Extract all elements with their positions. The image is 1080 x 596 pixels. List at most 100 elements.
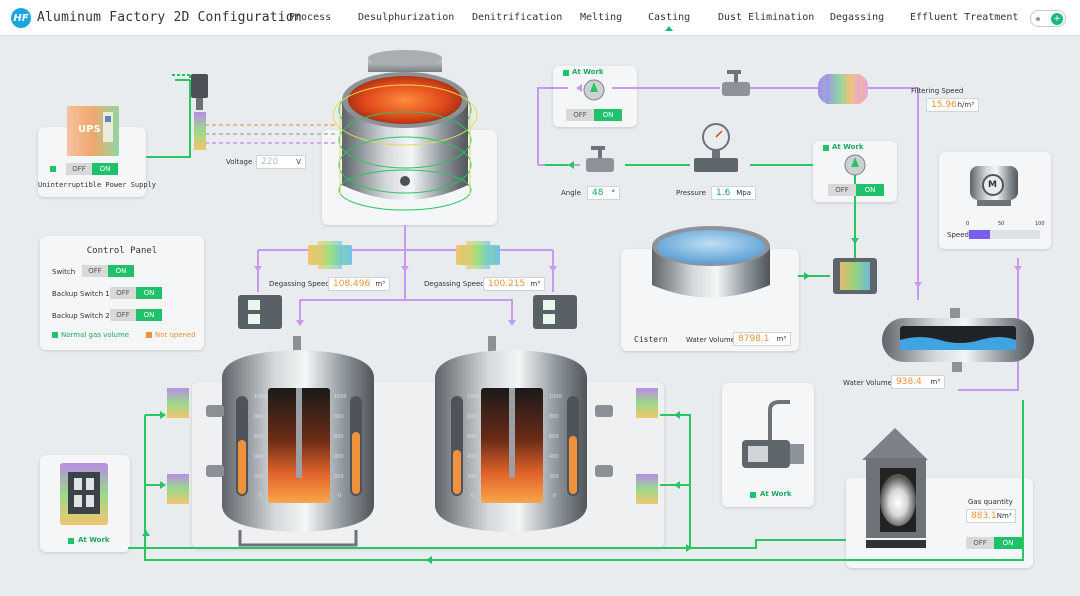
right-scale-1000: 1000 bbox=[467, 394, 480, 400]
backup-switch-2-off[interactable]: OFF bbox=[110, 309, 136, 321]
backup-switch-1-label: Backup Switch 1 bbox=[52, 290, 110, 298]
cistern-volume-unit: m³ bbox=[776, 335, 786, 343]
voltage-value: 220 bbox=[261, 157, 279, 167]
motor-letter: M bbox=[988, 180, 997, 190]
right-scale2-400: 400 bbox=[549, 454, 559, 460]
backup-switch-1-on[interactable]: ON bbox=[136, 287, 162, 299]
tab-casting[interactable]: Casting bbox=[648, 12, 691, 31]
motor-device bbox=[970, 166, 1018, 206]
pressure-unit: Mpa bbox=[736, 189, 751, 197]
left-scale-0: 0 bbox=[258, 493, 262, 499]
gas-label: Gas quantity bbox=[968, 498, 1013, 506]
gas-value: 883.1 bbox=[971, 511, 997, 521]
control-switch-off[interactable]: OFF bbox=[82, 265, 108, 277]
tab-melting[interactable]: Melting bbox=[580, 12, 623, 23]
angle-label: Angle bbox=[561, 189, 581, 197]
right-scale-400: 400 bbox=[467, 454, 477, 460]
degassing-left-value: 108.496 bbox=[333, 279, 371, 289]
ups-switch-on[interactable]: ON bbox=[92, 163, 118, 175]
pipe-flanges bbox=[167, 388, 658, 504]
dashed-signal-lines bbox=[172, 74, 335, 155]
left-scale2-1000: 1000 bbox=[334, 394, 347, 400]
valve-top-off[interactable]: OFF bbox=[566, 109, 594, 121]
tank-volume-box: 938.4 m³ bbox=[891, 375, 945, 389]
toggle-knob: + bbox=[1051, 13, 1063, 25]
backup-switch-2-on[interactable]: ON bbox=[136, 309, 162, 321]
tab-dust-elimination[interactable]: Dust Elimination bbox=[718, 12, 815, 23]
left-scale-600: 600 bbox=[254, 434, 264, 440]
electrode-device bbox=[191, 74, 208, 150]
angle-value: 48 bbox=[592, 188, 604, 198]
tab-desulphurization[interactable]: Desulphurization bbox=[358, 12, 455, 23]
not-opened-legend: Not opened bbox=[155, 331, 196, 339]
left-scale2-600: 600 bbox=[334, 434, 344, 440]
valve-top-on[interactable]: ON bbox=[594, 109, 622, 121]
backup-switch-1-off[interactable]: OFF bbox=[110, 287, 136, 299]
ups-switch-off[interactable]: OFF bbox=[66, 163, 92, 175]
tab-effluent-treatment[interactable]: Effluent Treatment bbox=[910, 12, 1019, 23]
cistern-tank bbox=[652, 226, 770, 298]
filtering-unit: h/m³ bbox=[957, 101, 974, 109]
valve-mid-switch[interactable]: OFF ON bbox=[828, 184, 884, 196]
degassing-right-value: 100.215 bbox=[488, 279, 526, 289]
voltage-unit: V bbox=[296, 158, 301, 166]
app-logo: HF bbox=[11, 8, 31, 28]
pump-status-icon bbox=[750, 492, 756, 498]
melting-furnace bbox=[332, 50, 478, 211]
backup-switch-2[interactable]: OFF ON bbox=[110, 309, 162, 321]
left-device-status-icon bbox=[68, 538, 74, 544]
tab-process[interactable]: Process bbox=[289, 12, 332, 23]
valve-mid-off[interactable]: OFF bbox=[828, 184, 856, 196]
control-switch-on[interactable]: ON bbox=[108, 265, 134, 277]
valve-top-switch[interactable]: OFF ON bbox=[566, 109, 622, 121]
tank-volume-value: 938.4 bbox=[896, 377, 922, 387]
normal-gas-legend-icon bbox=[52, 332, 58, 338]
degassing-left-unit: m³ bbox=[375, 280, 385, 288]
header-toggle[interactable]: + bbox=[1030, 10, 1066, 27]
right-scale-800: 800 bbox=[467, 414, 477, 420]
gas-box: 883.1 Nm³ bbox=[966, 509, 1016, 523]
gas-switch-off[interactable]: OFF bbox=[966, 537, 994, 549]
gas-unit: Nm³ bbox=[996, 512, 1012, 520]
backup-switch-1[interactable]: OFF ON bbox=[110, 287, 162, 299]
pressure-label: Pressure bbox=[676, 189, 706, 197]
voltage-label: Voltage bbox=[226, 158, 253, 166]
degassing-sensors bbox=[308, 241, 500, 269]
motor-scale-0: 0 bbox=[966, 221, 970, 227]
left-device-status: At Work bbox=[78, 536, 110, 544]
left-control-device bbox=[60, 463, 108, 525]
ups-label: UPS bbox=[78, 124, 101, 135]
valve-mid-status-icon bbox=[823, 145, 829, 151]
not-opened-legend-icon bbox=[146, 332, 152, 338]
filtering-box: 15.96 h/m³ bbox=[926, 98, 979, 112]
switch-label: Switch bbox=[52, 268, 76, 276]
ups-switch[interactable]: OFF ON bbox=[66, 163, 118, 175]
motor-speed-bar[interactable] bbox=[969, 230, 1040, 239]
control-switch[interactable]: OFF ON bbox=[82, 265, 134, 277]
valve-assemblies bbox=[583, 70, 866, 176]
furnace-valves bbox=[238, 295, 577, 329]
pressure-value: 1.6 bbox=[716, 188, 731, 198]
degassing-right-label: Degassing Speed bbox=[424, 280, 485, 288]
right-scale2-800: 800 bbox=[549, 414, 559, 420]
gas-switch[interactable]: OFF ON bbox=[966, 537, 1022, 549]
ups-status-dot bbox=[50, 166, 56, 172]
tab-degassing[interactable]: Degassing bbox=[830, 12, 885, 23]
cistern-pump bbox=[833, 258, 877, 294]
right-scale2-200: 200 bbox=[549, 474, 559, 480]
angle-box: 48 ° bbox=[587, 186, 620, 200]
degassing-furnace-left bbox=[206, 336, 374, 547]
tab-denitrification[interactable]: Denitrification bbox=[472, 12, 563, 23]
gas-switch-on[interactable]: ON bbox=[994, 537, 1022, 549]
left-scale-400: 400 bbox=[254, 454, 264, 460]
pressure-box: 1.6 Mpa bbox=[711, 186, 756, 200]
pump-status: At Work bbox=[760, 490, 792, 498]
cistern-name: Cistern bbox=[634, 335, 668, 344]
valve-mid-status: At Work bbox=[832, 143, 864, 151]
right-scale2-1000: 1000 bbox=[549, 394, 562, 400]
degassing-right-unit: m³ bbox=[530, 280, 540, 288]
green-arrows bbox=[142, 161, 859, 564]
valve-mid-on[interactable]: ON bbox=[856, 184, 884, 196]
normal-gas-legend: Normal gas volume bbox=[61, 331, 130, 339]
